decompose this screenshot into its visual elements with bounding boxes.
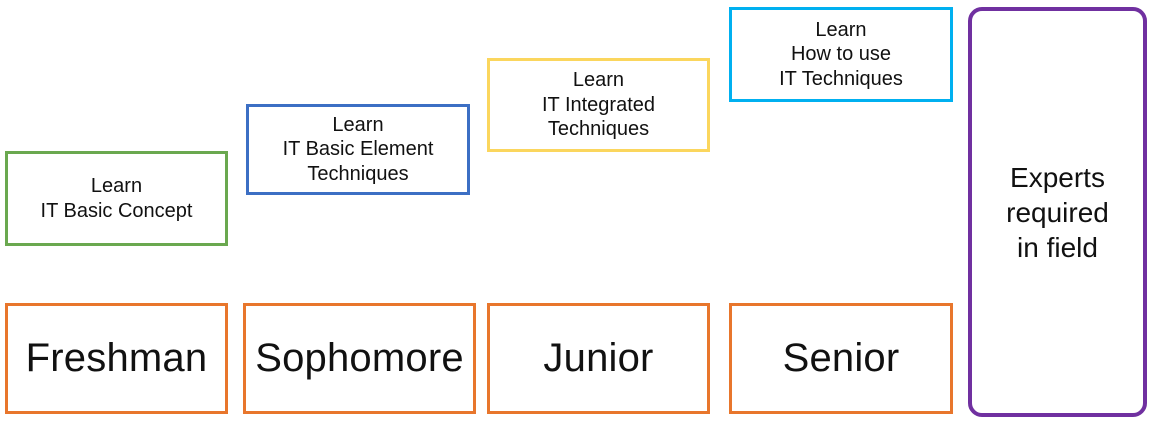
goal-box-junior-label: Learn IT Integrated Techniques [541,69,656,141]
goal-box-senior[interactable]: Learn How to use IT Techniques [729,7,953,102]
year-box-sophomore-label: Sophomore [255,336,464,381]
year-box-sophomore[interactable]: Sophomore [243,303,476,414]
experts-required-box[interactable]: Experts required in field [968,7,1147,417]
goal-box-freshman[interactable]: Learn IT Basic Concept [5,151,228,246]
goal-box-junior[interactable]: Learn IT Integrated Techniques [487,58,710,152]
year-box-freshman[interactable]: Freshman [5,303,228,414]
year-box-freshman-label: Freshman [25,336,208,381]
year-box-senior[interactable]: Senior [729,303,953,414]
goal-box-freshman-label: Learn IT Basic Concept [40,175,193,222]
goal-box-sophomore-label: Learn IT Basic Element Techniques [282,113,434,185]
year-box-senior-label: Senior [782,336,900,381]
year-box-junior-label: Junior [543,336,654,381]
experts-required-label: Experts required in field [1006,161,1109,263]
goal-box-senior-label: Learn How to use IT Techniques [779,18,903,90]
year-box-junior[interactable]: Junior [487,303,710,414]
goal-box-sophomore[interactable]: Learn IT Basic Element Techniques [246,104,470,195]
